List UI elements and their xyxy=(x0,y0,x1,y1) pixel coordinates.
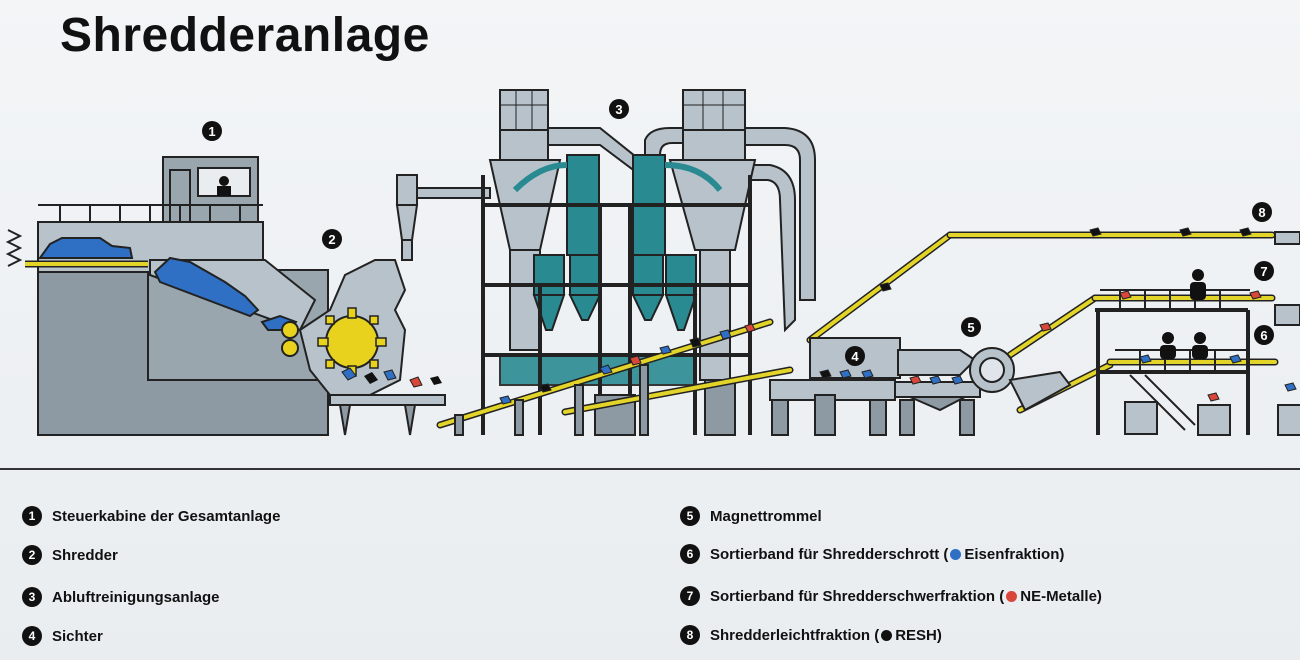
sorting-station xyxy=(1095,231,1300,436)
legend-item-6: 6 Sortierband für Shredderschrott ( Eise… xyxy=(680,544,1064,564)
marker-7: 7 xyxy=(1254,261,1274,281)
air-separator xyxy=(769,337,977,436)
legend-item-7: 7 Sortierband für Shredderschwerfraktion… xyxy=(680,586,1102,606)
iron-fraction-dot xyxy=(950,548,962,560)
legend-item-1: 1 Steuerkabine der Gesamtanlage xyxy=(22,506,280,526)
magnet-drum xyxy=(894,347,1072,436)
svg-text:3: 3 xyxy=(615,102,622,117)
svg-text:1: 1 xyxy=(208,124,215,139)
divider-line xyxy=(0,468,1300,470)
legend-fraction-7: NE-Metalle) xyxy=(1020,587,1102,605)
legend-fraction-6: Eisenfraktion) xyxy=(964,545,1065,563)
legend-text-2: Shredder xyxy=(52,546,118,564)
legend-text-8: Shredderleichtfraktion ( xyxy=(710,626,880,644)
marker-4: 4 xyxy=(845,346,865,366)
diagram-number-markers: 1 2 3 4 5 6 7 8 xyxy=(202,99,1274,366)
legend-number-5: 5 xyxy=(680,506,700,526)
resh-fraction-dot xyxy=(881,629,893,641)
legend-number-6: 6 xyxy=(680,544,700,564)
control-building xyxy=(5,156,329,436)
legend-number-2: 2 xyxy=(22,545,42,565)
legend-item-5: 5 Magnettrommel xyxy=(680,506,822,526)
svg-text:4: 4 xyxy=(851,349,859,364)
shredder xyxy=(281,174,446,436)
exhaust-air-cleaning xyxy=(416,89,816,436)
legend-number-8: 8 xyxy=(680,625,700,645)
legend-text-3: Abluftreinigungsanlage xyxy=(52,588,220,606)
legend-number-4: 4 xyxy=(22,626,42,646)
legend-text-7: Sortierband für Shredderschwerfraktion ( xyxy=(710,587,1005,605)
svg-text:6: 6 xyxy=(1260,328,1267,343)
legend-text-1: Steuerkabine der Gesamtanlage xyxy=(52,507,281,525)
legend-text-5: Magnettrommel xyxy=(710,507,822,525)
legend-item-4: 4 Sichter xyxy=(22,626,103,646)
marker-2: 2 xyxy=(322,229,342,249)
svg-text:2: 2 xyxy=(328,232,335,247)
svg-text:8: 8 xyxy=(1258,205,1265,220)
legend-number-7: 7 xyxy=(680,586,700,606)
legend-item-8: 8 Shredderleichtfraktion ( RESH) xyxy=(680,625,942,645)
page-title: Shredderanlage xyxy=(60,9,430,62)
marker-8: 8 xyxy=(1252,202,1272,222)
legend-fraction-8: RESH) xyxy=(895,626,942,644)
legend-item-3: 3 Abluftreinigungsanlage xyxy=(22,587,220,607)
marker-1: 1 xyxy=(202,121,222,141)
marker-3: 3 xyxy=(609,99,629,119)
legend-text-4: Sichter xyxy=(52,627,103,645)
legend-item-2: 2 Shredder xyxy=(22,545,118,565)
material-fragments xyxy=(499,227,1297,405)
svg-text:5: 5 xyxy=(967,320,974,335)
legend-text-6: Sortierband für Shredderschrott ( xyxy=(710,545,949,563)
legend-number-1: 1 xyxy=(22,506,42,526)
legend-number-3: 3 xyxy=(22,587,42,607)
plant-diagram: 1 2 3 4 5 6 7 8 xyxy=(5,89,1300,436)
nonferrous-fraction-dot xyxy=(1006,590,1018,602)
marker-6: 6 xyxy=(1254,325,1274,345)
marker-5: 5 xyxy=(961,317,981,337)
svg-text:7: 7 xyxy=(1260,264,1267,279)
